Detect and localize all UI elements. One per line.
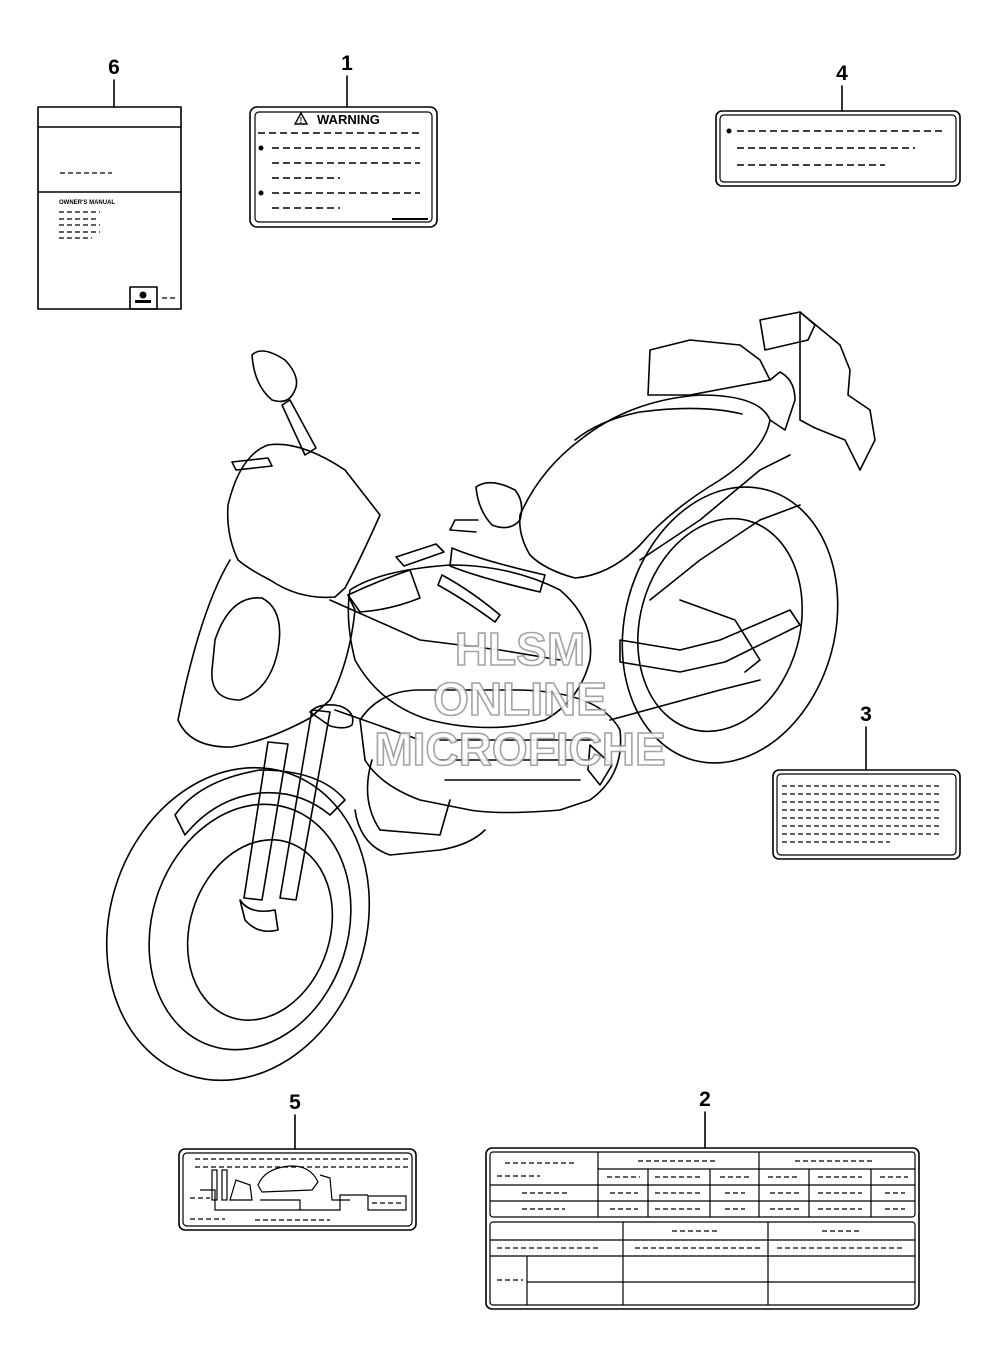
watermark-line-2: ONLINE: [433, 673, 607, 725]
callout-1[interactable]: 1: [341, 52, 353, 108]
callout-2[interactable]: 2: [699, 1088, 711, 1149]
warning-triangle-icon: [293, 111, 309, 125]
callout-number-2: 2: [699, 1088, 711, 1111]
watermark-line-3: MICROFICHE: [374, 723, 665, 775]
callout-3[interactable]: 3: [860, 703, 872, 771]
motorcycle-illustration: [105, 311, 876, 1082]
brand-logo-icon: [139, 291, 147, 299]
tire-info-label-part[interactable]: [485, 1147, 920, 1310]
callout-number-5: 5: [289, 1091, 301, 1114]
owners-manual-title: OWNER'S MANUAL: [59, 200, 115, 206]
info-label-part-3[interactable]: [772, 769, 961, 860]
watermark: HLSM ONLINE MICROFICHE: [374, 622, 667, 776]
info-label-part-4[interactable]: [715, 110, 961, 187]
callout-6[interactable]: 6: [108, 56, 120, 108]
callout-number-6: 6: [108, 56, 120, 79]
callout-number-1: 1: [341, 52, 353, 75]
warning-heading: WARNING: [317, 112, 380, 127]
warning-label-part[interactable]: ! WARNING: [249, 106, 438, 228]
callout-number-3: 3: [860, 703, 872, 726]
vacuum-hose-label-part[interactable]: [178, 1148, 417, 1231]
svg-text:!: !: [300, 116, 303, 125]
watermark-line-1: HLSM: [455, 623, 585, 675]
callout-number-4: 4: [836, 62, 848, 85]
callout-5[interactable]: 5: [289, 1091, 301, 1150]
callout-4[interactable]: 4: [836, 62, 848, 112]
owners-manual-part[interactable]: OWNER'S MANUAL: [37, 106, 182, 310]
